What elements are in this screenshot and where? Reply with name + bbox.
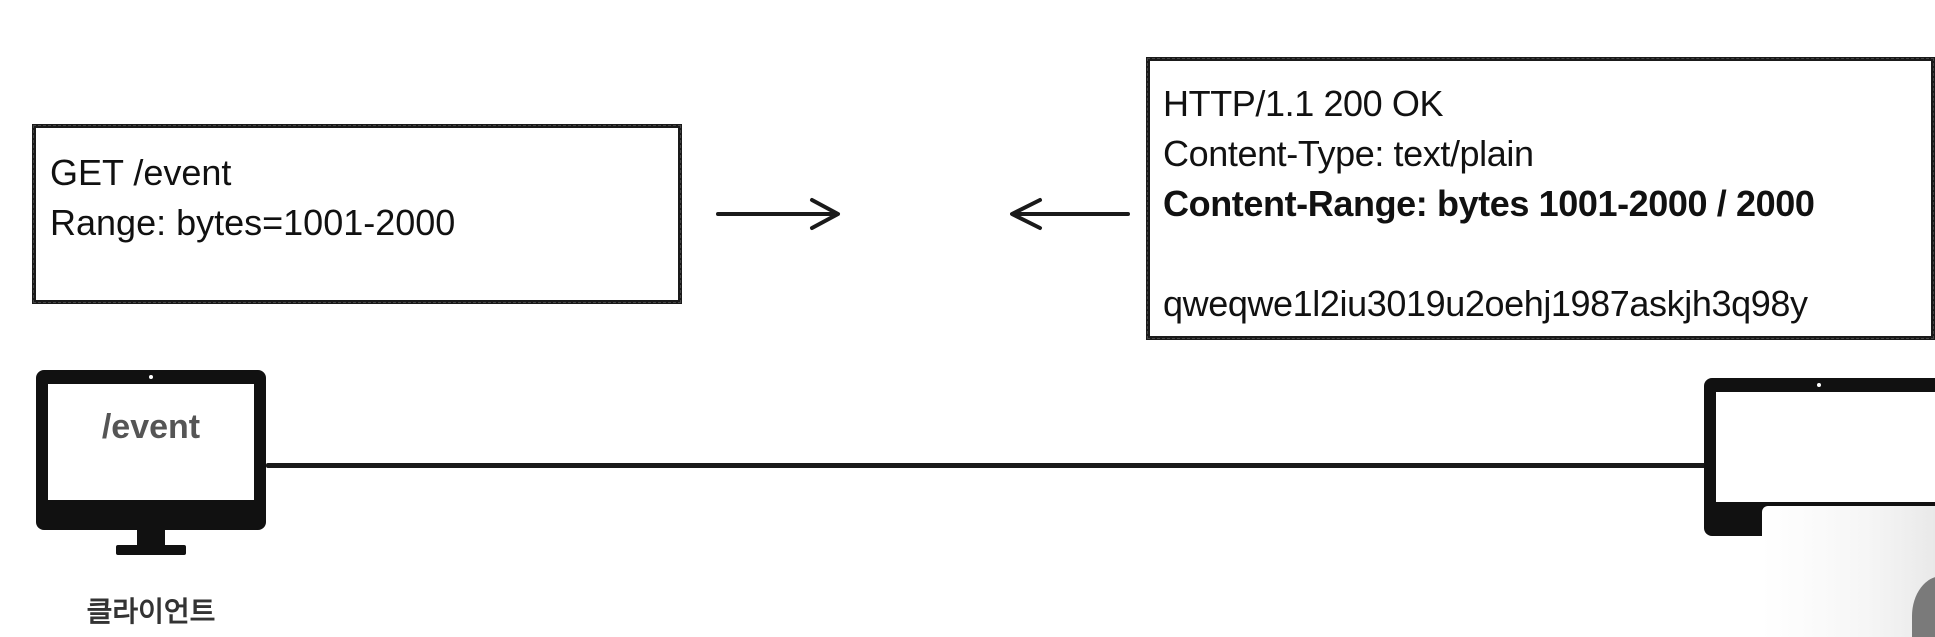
monitor-frame: /event <box>36 370 266 530</box>
monitor-screen: /event <box>48 384 254 500</box>
status-line: HTTP/1.1 200 OK <box>1163 83 1444 124</box>
request-message-box: GET /event Range: bytes=1001-2000 <box>32 124 682 304</box>
range-header: Range: bytes=1001-2000 <box>50 202 456 243</box>
arrow-right-icon <box>716 198 840 230</box>
monitor-neck <box>137 528 165 548</box>
connection-line <box>266 463 1706 468</box>
client-monitor-icon: /event <box>36 370 266 560</box>
arrow-left-icon <box>1010 198 1130 230</box>
client-screen-url: /event <box>101 408 201 446</box>
presenter-silhouette <box>1912 576 1935 637</box>
blank-line <box>1163 229 1931 279</box>
request-line: GET /event <box>50 152 232 193</box>
client-label: 클라이언트 <box>86 596 216 627</box>
content-type-header: Content-Type: text/plain <box>1163 133 1534 174</box>
content-range-header: Content-Range: bytes 1001-2000 / 2000 <box>1163 183 1815 224</box>
presenter-video-overlay <box>1762 506 1935 637</box>
camera-dot <box>1817 383 1821 387</box>
response-body: qweqwe1l2iu3019u2oehj1987askjh3q98y <box>1163 283 1808 324</box>
monitor-screen <box>1716 392 1935 502</box>
camera-dot <box>149 375 153 379</box>
monitor-stand <box>116 545 186 555</box>
response-message-box: HTTP/1.1 200 OK Content-Type: text/plain… <box>1146 57 1935 340</box>
